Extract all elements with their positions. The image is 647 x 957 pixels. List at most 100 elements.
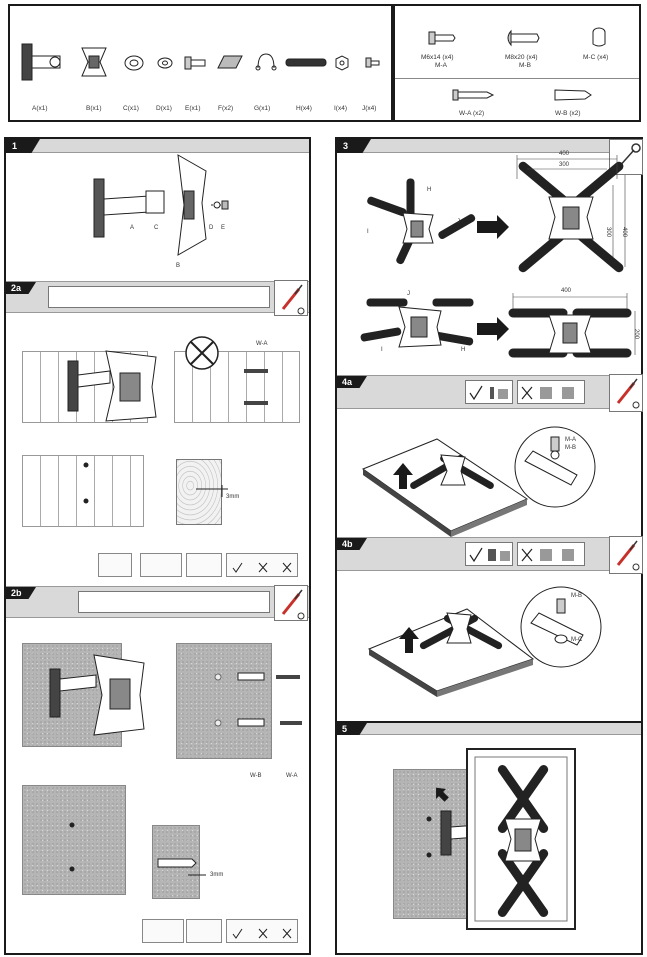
step-2b-wa-label: W-A [286,773,298,779]
hardware-wb-label: W-B (x2) [555,110,581,117]
parts-illustrations [21,43,380,81]
step-3-label-h: H [427,187,432,193]
step-3-label-j-b: J [407,291,410,297]
cross-box-4a [517,380,585,404]
anchors-and-screws-2b [214,672,302,727]
anchor-depth-2b [157,858,206,876]
drill-holes-2b [69,822,75,872]
part-label-b: B(x1) [86,105,102,112]
screwdriver-box-4b [609,536,643,574]
step-4a-band: 4a [337,374,643,412]
concrete-wall-drill-2b [22,785,126,895]
step-2a-dim-label: 3mm [226,494,240,500]
tool-strip-2a [48,286,270,308]
wood-wall-detail-2a [174,351,300,423]
step-3-number: 3 [337,139,371,153]
step-2b-wb-label: W-B [250,773,262,779]
step-4b-band: 4b [337,536,643,574]
step-4b-mc-label: M-C [571,637,583,643]
step-1-number: 1 [6,139,40,153]
part-label-i: I(x4) [334,105,347,112]
wall-mount-on-concrete-2b [49,654,145,736]
step-2b-band: 2b [6,585,309,621]
mini-step-2a-2 [140,553,182,577]
step-1-label-b: B [176,263,181,269]
step-2a-wa-label: W-A [256,341,268,347]
extension-arm-icon [285,58,327,67]
wood-grain-2a [176,459,222,525]
step-1-assembly-illustration [93,154,229,256]
ring-washer-icon [124,55,144,71]
parts-list-panel: A(x1) B(x1) C(x1) D(x1) E(x1) F(x2) G(x1… [8,4,393,122]
vesa-plate-icon [81,47,107,77]
screwdriver-box-2a [274,280,308,316]
lag-screw-icon [452,89,495,101]
step-4a-ma-label: M-A [565,437,576,443]
step-3-dim-300-width: 300 [559,162,570,168]
step-2b-dim-label: 3mm [210,872,224,878]
part-label-j: J(x4) [362,105,377,112]
mini-step-2b-1 [142,919,184,943]
concrete-wall-detail-2b [176,643,272,759]
left-column-panel: 1 A C B D E 2a W-A 3mm [4,137,311,955]
part-label-d: D(x1) [156,105,172,112]
step-4a-mb-label: M-B [565,445,576,451]
screw-m8-icon [507,29,540,47]
step-3-label-i-b: I [381,347,383,353]
cable-clip-icon [217,55,243,69]
drill-holes-2a [83,462,89,504]
hardware-panel: M6x14 (x4) M-A M8x20 (x4) M-B M-C (x4) W… [393,4,641,122]
bolt-icon [184,56,206,70]
right-column-panel: 3 [335,137,643,955]
screw-m6-icon [428,31,456,45]
hardware-divider [395,78,639,79]
step-1-label-d: D [209,225,214,231]
step-5-number: 5 [337,723,367,735]
wood-wall-drill-2a [22,455,144,527]
check-box-4b [465,542,513,566]
anchor-icon [554,89,592,101]
washer-icon [157,57,173,69]
step-3-label-h-b: H [461,347,466,353]
part-label-f: F(x2) [218,105,234,112]
step-3-header: 3 [337,139,641,153]
step-3-label-i: I [367,229,369,235]
step-5-band: 5 [337,721,641,735]
step-1-header: 1 [6,139,309,153]
spacer-icon [592,27,606,47]
step-3-label-j: J [457,219,460,225]
hardware-m6-label: M6x14 (x4) [421,54,454,61]
cross-box-4b [517,542,585,566]
part-label-h: H(x4) [296,105,312,112]
step-2a-band: 2a [6,280,309,316]
step-4b-tv-back-illustration [367,586,602,697]
part-label-e: E(x1) [185,105,201,112]
tool-strip-2b [78,591,270,613]
step-2a-number: 2a [6,282,36,294]
part-label-c: C(x1) [123,105,139,112]
step-4b-mb-label: M-B [571,593,582,599]
wall-mount-on-wood-2a [67,350,157,422]
step-3-vesa-arms-illustration [360,155,636,358]
screwdriver-box-2b [274,585,308,621]
small-screw-icon [365,57,380,68]
mini-step-2b-2 [186,919,222,943]
mini-step-2b-check [226,919,298,943]
nut-icon [335,55,349,71]
wall-plate-arm-icon [21,43,61,81]
hardware-mc-label: M-C (x4) [583,54,609,61]
mini-step-2a-check [226,553,298,577]
mini-step-2a-3 [186,553,222,577]
screwdriver-icon [616,540,638,566]
step-2b-number: 2b [6,587,36,599]
screwdriver-icon [281,589,303,615]
no-drywall-sign [185,336,268,405]
mini-step-2a-1 [98,553,132,577]
wrench-box [609,139,643,175]
hardware-m6-sub: M-A [435,62,447,69]
hardware-wa-label: W-A (x2) [459,110,485,117]
step-4b-number: 4b [337,538,367,550]
part-label-g: G(x1) [254,105,271,112]
step-1-label-a: A [130,225,135,231]
clamp-icon [255,53,277,71]
